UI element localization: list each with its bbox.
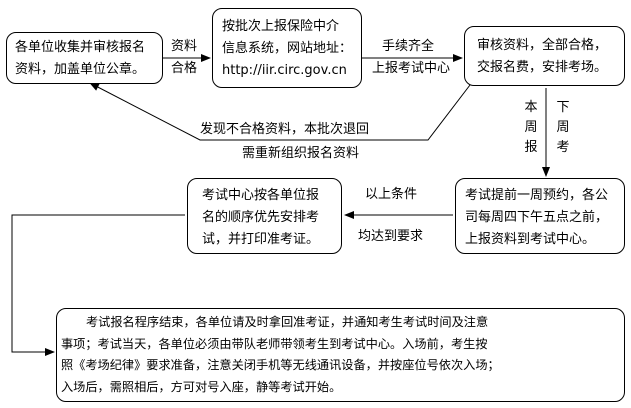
label-this-week-char-1: 本 <box>524 100 538 115</box>
step-submit-system-url: http://iir.circ.gov.cn <box>222 63 347 78</box>
step-submit-system-line-1: 按批次上报保险中介 <box>222 19 340 34</box>
step-booking-line-2: 司每周四下午五点之前， <box>465 210 609 225</box>
step-booking-line-3: 上报资料到考试中心。 <box>465 232 596 247</box>
step-final-line-1: 考试报名程序结束，各单位请及时拿回准考证，并通知考生考试时间及注意 <box>86 315 489 329</box>
step-review-box: 审核资料，全部合格， 交报名费，安排考场。 <box>464 26 625 86</box>
label-next-week-char-2: 周 <box>556 120 570 135</box>
label-next-week: 下 周 考 <box>556 98 570 158</box>
label-materials: 资料 <box>171 39 198 54</box>
step-final-box: 考试报名程序结束，各单位请及时拿回准考证，并通知考生考试时间及注意 事项；考试当… <box>56 308 625 402</box>
label-this-week-char-3: 报 <box>524 140 538 155</box>
step-collect-line-1: 各单位收集并审核报名 <box>15 40 146 55</box>
step-final-line-3: 照《考场纪律》要求准备，注意关闭手机等无线通讯设备，并按座位号依次入场； <box>61 358 500 372</box>
step-schedule-line-1: 考试中心按各单位报 <box>202 188 320 203</box>
step-schedule-line-2: 名的顺序优先安排考 <box>202 210 320 225</box>
step-review-line-1: 审核资料，全部合格， <box>477 38 608 53</box>
label-next-week-char-1: 下 <box>556 100 570 115</box>
step-booking-box: 考试提前一周预约，各公 司每周四下午五点之前， 上报资料到考试中心。 <box>455 178 625 254</box>
label-this-week-char-2: 周 <box>524 120 538 135</box>
step-final-line-2: 事项；考试当天，各单位必须由带队老师带领考生到考试中心。入场前，考生按 <box>61 336 488 351</box>
label-reject-line-2: 需重新组织报名资料 <box>242 146 360 161</box>
step-submit-system-line-2: 信息系统，网站地址： <box>222 41 353 56</box>
label-reject-line-1: 发现不合格资料，本批次退回 <box>200 122 370 137</box>
step-schedule-line-3: 试，并打印准考证。 <box>202 232 320 247</box>
step-booking-line-1: 考试提前一周预约，各公 <box>465 188 609 203</box>
step-collect-box: 各单位收集并审核报名 资料，加盖单位公章。 <box>6 32 163 84</box>
label-qualified: 合格 <box>171 61 198 76</box>
step-review-line-2: 交报名费，安排考场。 <box>477 60 608 75</box>
arrow-schedule-to-final <box>11 214 185 356</box>
step-submit-system-box: 按批次上报保险中介 信息系统，网站地址： http://iir.circ.gov… <box>212 8 362 88</box>
step-collect-line-2: 资料，加盖单位公章。 <box>15 62 146 77</box>
label-next-week-char-3: 考 <box>556 140 570 155</box>
label-this-week: 本 周 报 <box>524 98 538 158</box>
step-final-line-4: 入场后，需照相后，方可对号入座，静等考试开始。 <box>61 379 342 394</box>
label-report-center: 上报考试中心 <box>372 61 451 76</box>
label-all-met: 均达到要求 <box>358 229 424 244</box>
label-conditions: 以上条件 <box>365 187 418 202</box>
label-complete: 手续齐全 <box>382 39 435 54</box>
step-schedule-box: 考试中心按各单位报 名的顺序优先安排考 试，并打印准考证。 <box>187 178 342 254</box>
arrow-reject-loop <box>89 82 471 141</box>
